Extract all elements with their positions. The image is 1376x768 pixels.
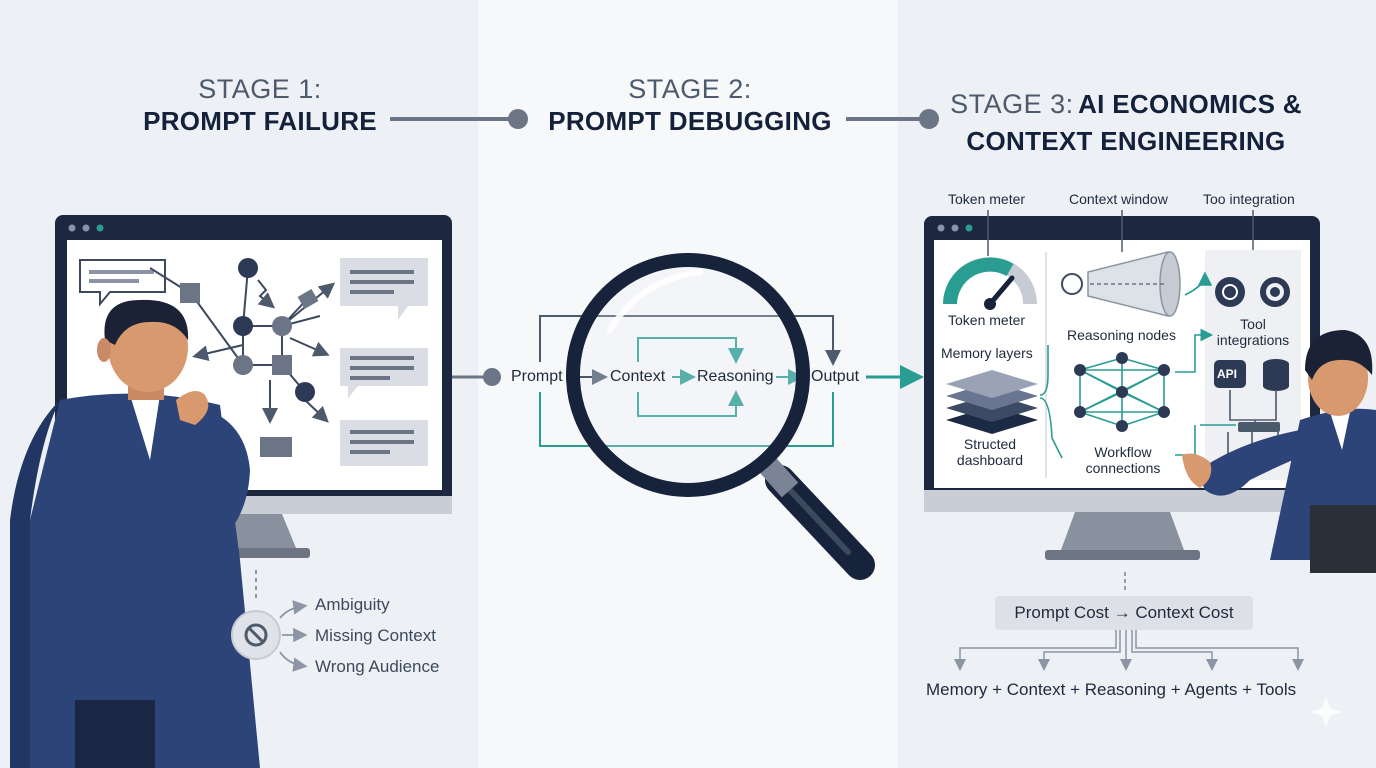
- stage-3-number: STAGE 3:: [950, 89, 1074, 119]
- label-tool-integrations: Tool integrations: [1216, 316, 1290, 348]
- stage-1-title: PROMPT FAILURE: [143, 106, 377, 136]
- stage-connector-2: [846, 109, 939, 129]
- debug-flow-diagram: [539, 315, 924, 447]
- flow-output: Output: [811, 368, 860, 385]
- cause-ambiguity: Ambiguity: [315, 595, 390, 614]
- stage-2-number: STAGE 2:: [628, 74, 752, 104]
- cause-missing-context: Missing Context: [315, 626, 436, 645]
- label-token-meter: Token meter: [948, 312, 1026, 328]
- cost-shift-box: Prompt Cost → Context Cost: [1014, 603, 1234, 622]
- callout-tool-integration: Too integration: [1203, 191, 1295, 207]
- magnifying-glass-icon: [566, 253, 875, 580]
- label-workflow-connections: Workflow connections: [1085, 444, 1161, 476]
- component-connectors: [954, 572, 1304, 671]
- flow-context: Context: [610, 368, 666, 385]
- stage-2-heading: STAGE 2: PROMPT DEBUGGING: [530, 73, 850, 137]
- label-structured-dashboard: Structed dashboard: [956, 436, 1024, 468]
- api-icon: API: [1217, 367, 1238, 381]
- presenting-person: [1182, 330, 1376, 573]
- failure-causes-graphic: [231, 570, 308, 672]
- sparkle-icon: [1310, 696, 1342, 728]
- stage-1-number: STAGE 1:: [198, 74, 322, 104]
- stage-3-heading: STAGE 3: AI ECONOMICS & CONTEXT ENGINEER…: [946, 88, 1306, 157]
- label-memory-layers: Memory layers: [941, 345, 1033, 361]
- components-formula: Memory + Context + Reasoning + Agents + …: [926, 680, 1297, 699]
- stage-2-title: PROMPT DEBUGGING: [548, 106, 832, 136]
- stage-3-title-line1: AI ECONOMICS &: [1078, 89, 1302, 119]
- callout-token-meter: Token meter: [948, 191, 1026, 207]
- label-reasoning-nodes: Reasoning nodes: [1067, 327, 1176, 343]
- stage-3-title-line2: CONTEXT ENGINEERING: [966, 126, 1286, 156]
- thinking-person: [10, 299, 260, 768]
- flow-prompt: Prompt: [511, 368, 563, 385]
- flow-reasoning: Reasoning: [697, 368, 774, 385]
- stage-connector-1: [390, 109, 528, 129]
- callout-context-window: Context window: [1069, 191, 1168, 207]
- monitor-3: [924, 210, 1320, 560]
- cause-wrong-audience: Wrong Audience: [315, 657, 440, 676]
- stage-1-heading: STAGE 1: PROMPT FAILURE: [110, 73, 410, 137]
